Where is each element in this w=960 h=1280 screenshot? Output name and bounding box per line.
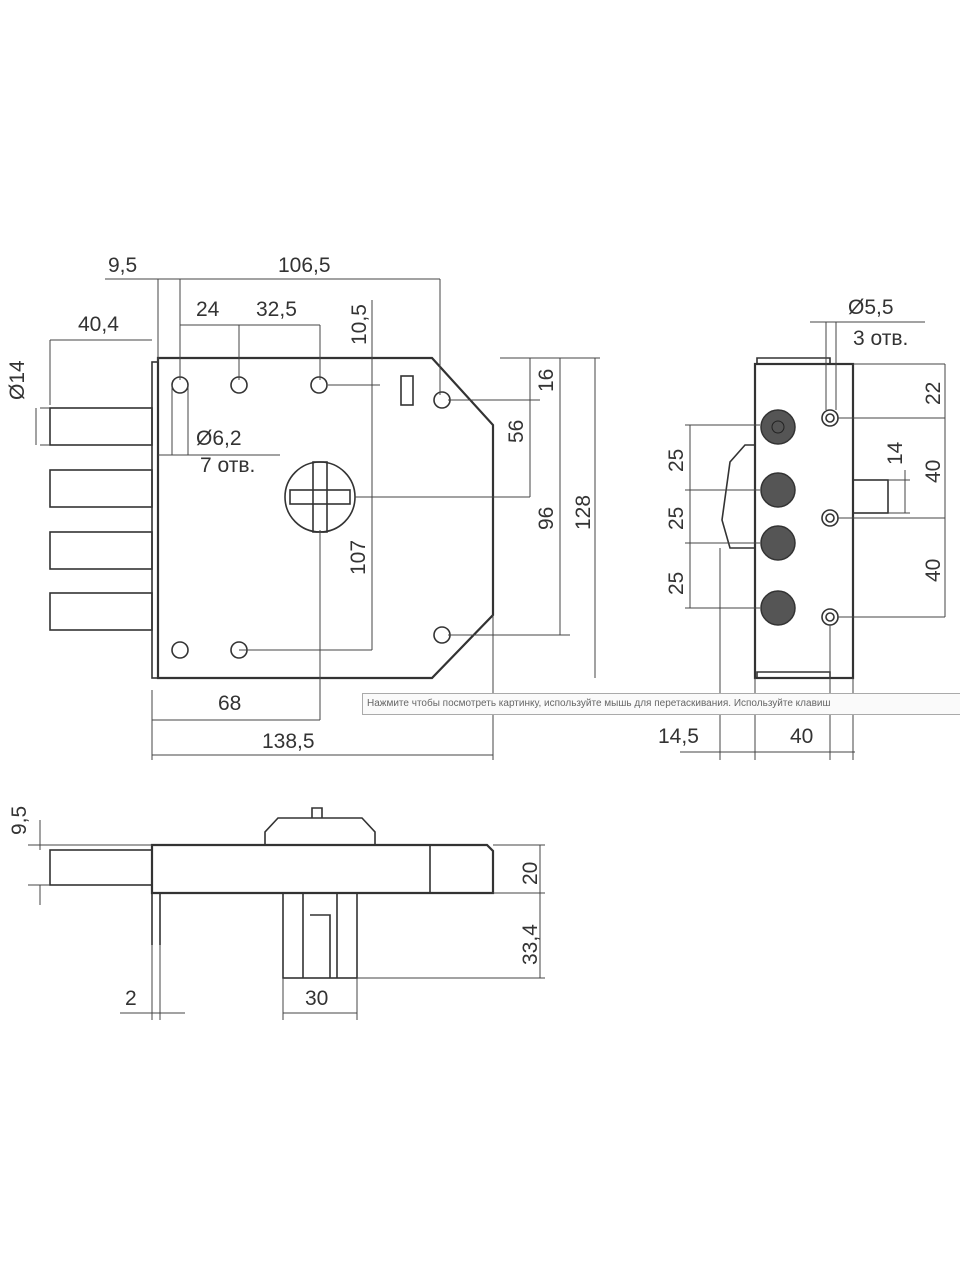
dim-16: 16 [535,369,558,392]
dim-56: 56 [505,420,528,443]
dim-96: 96 [535,507,558,530]
lock-body [156,356,495,680]
cylinder-bottom [282,892,358,979]
dim-2: 2 [125,987,137,1010]
dim-33-4: 33,4 [519,924,542,965]
dim-9-5: 9,5 [108,254,137,277]
dim-138-5: 138,5 [262,730,315,753]
dim-40-upper: 40 [922,460,945,483]
dim-diameter-14: Ø14 [6,360,29,400]
bolt [49,469,153,508]
bolt [49,531,153,570]
bolt-ends [760,409,796,626]
side-view: Ø5,5 3 отв. 22 14 40 40 25 25 25 14,5 40 [658,296,946,760]
dim-25: 25 [665,507,688,530]
bottom-view: 9,5 20 33,4 2 30 [8,806,545,1020]
bolt [49,407,153,446]
dim-30: 30 [305,987,328,1010]
dim-14-5: 14,5 [658,725,699,748]
holes-count-7: 7 отв. [200,454,255,477]
bottom-bolt [49,849,153,886]
image-tooltip: Нажмите чтобы посмотреть картинку, испол… [362,693,960,715]
dim-106-5: 106,5 [278,254,331,277]
dim-128: 128 [572,495,595,530]
dim-24: 24 [196,298,220,321]
dim-diameter-6-2: Ø6,2 [196,427,242,450]
dim-107: 107 [347,540,370,575]
lever [721,444,755,549]
side-body [753,362,855,680]
dim-14: 14 [884,441,907,465]
dim-40-4: 40,4 [78,313,119,336]
slot [400,375,414,406]
cylinder-top [264,807,376,845]
dim-diameter-5-5: Ø5,5 [848,296,894,319]
dim-22: 22 [922,382,945,405]
dim-25: 25 [665,572,688,595]
dim-10-5: 10,5 [348,304,371,345]
dim-68: 68 [218,692,241,715]
dim-32-5: 32,5 [256,298,297,321]
dim-40-depth: 40 [790,725,813,748]
bottom-body [150,843,495,895]
dim-40-lower: 40 [922,559,945,582]
side-bolt-stub [852,479,889,514]
dim-20: 20 [519,862,542,885]
front-view: 9,5 106,5 40,4 24 32,5 10,5 Ø14 Ø6,2 7 о… [6,254,600,760]
holes-count-3: 3 отв. [853,327,908,350]
dim-25: 25 [665,449,688,472]
dim-9-5-bottom: 9,5 [8,806,31,835]
bolt [49,592,153,631]
